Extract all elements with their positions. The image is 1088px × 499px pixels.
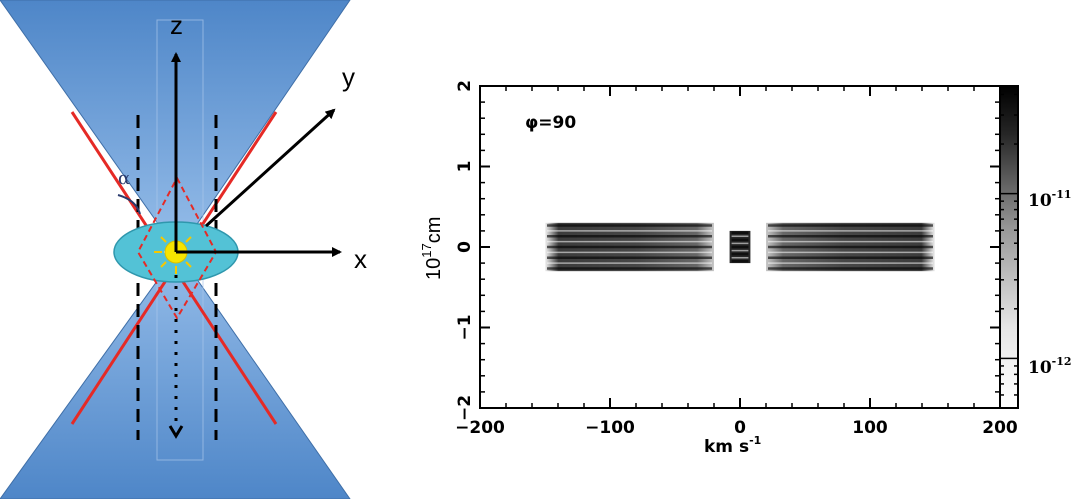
colorbar-label-exp: -11 (1052, 188, 1072, 201)
x-tick-label: −100 (585, 418, 635, 438)
y-axis-label-base: 10 (423, 258, 445, 280)
y-axis-label-unit: cm (423, 217, 445, 244)
y-tick-label: 2 (455, 80, 475, 92)
axis-x-label: x (354, 244, 367, 274)
colorbar (999, 85, 1019, 409)
y-tick-label: −1 (455, 314, 475, 340)
x-axis-label: km s-1 (704, 434, 761, 457)
schematic: z y x α (0, 0, 367, 499)
x-tick-label: 100 (852, 418, 888, 438)
x-tick-label: 200 (982, 418, 1018, 438)
y-tick-label: 1 (455, 161, 475, 173)
axis-y-label: y (342, 62, 355, 92)
y-axis-arrow (204, 108, 336, 228)
x-tick-label: −200 (455, 418, 505, 438)
y-tick-label: 0 (455, 241, 475, 253)
y-axis-label-exp: 17 (419, 243, 434, 257)
y-tick-label: −2 (455, 395, 475, 421)
colorbar-label-1e-12: 10-12 (1028, 355, 1072, 378)
emission-layer (545, 222, 935, 272)
phi-annotation: φ=90 (525, 113, 576, 133)
colorbar-label-base: 10 (1028, 358, 1052, 378)
tick-layer: −200 −100 0 100 200 −2 −1 0 1 2 (455, 80, 1018, 438)
angle-label: α (118, 168, 130, 189)
colorbar-ticks (1000, 93, 1018, 409)
x-axis-label-unit: km s (704, 437, 749, 457)
colorbar-label-base: 10 (1028, 191, 1052, 211)
colorbar-label-exp: -12 (1052, 355, 1072, 368)
x-tick-label: 0 (734, 418, 746, 438)
inner-cone-diamond (136, 175, 218, 320)
chevron-down-icon (168, 425, 184, 439)
x-axis-label-exp: -1 (749, 434, 761, 447)
y-axis-label: 1017cm (419, 217, 445, 280)
angle-arc (117, 194, 141, 215)
colorbar-label-1e-11: 10-11 (1028, 188, 1072, 211)
axis-z-label: z (170, 10, 183, 40)
